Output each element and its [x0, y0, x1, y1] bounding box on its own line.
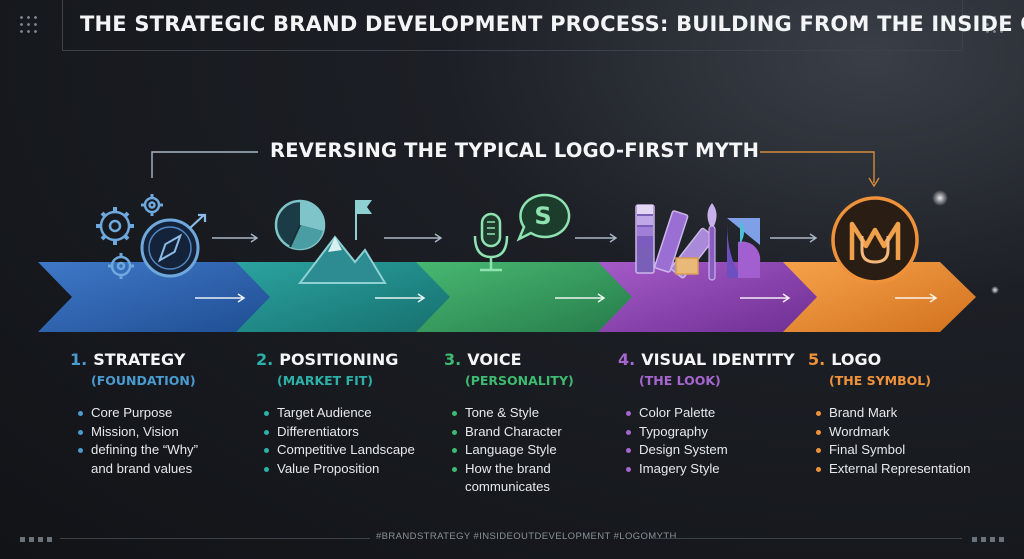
chevron-strategy: [38, 262, 272, 332]
footer-dot: [38, 537, 43, 542]
chevron-positioning: [236, 262, 452, 332]
footer-dot: [47, 537, 52, 542]
step-name: LOGO: [831, 350, 882, 369]
list-item: How the brand: [452, 460, 624, 479]
header-underline: [62, 50, 962, 51]
compass-icon: [140, 213, 207, 278]
pie-chart-icon: [274, 199, 326, 251]
footer-hashtags: #BRANDSTRATEGY #INSIDEOUTDEVELOPMENT #LO…: [376, 531, 677, 542]
step-voice: 3. VOICE (PERSONALITY) Tone & Style Brand…: [444, 350, 624, 497]
step-title: 4. VISUAL IDENTITY: [618, 350, 798, 369]
step-logo: 5. LOGO (THE SYMBOL) Brand Mark Wordmark …: [808, 350, 988, 478]
list-item: Typography: [626, 423, 798, 442]
page-title: THE STRATEGIC BRAND DEVELOPMENT PROCESS:…: [80, 12, 1024, 36]
step-strategy: 1. STRATEGY (FOUNDATION) Core Purpose Mis…: [70, 350, 250, 478]
step-bullets: Color Palette Typography Design System I…: [618, 404, 798, 478]
footer-dot: [29, 537, 34, 542]
list-item: Design System: [626, 441, 798, 460]
step-name: VISUAL IDENTITY: [641, 350, 795, 369]
list-item: Target Audience: [264, 404, 436, 423]
chevron-visual-identity: [598, 262, 819, 332]
list-item: Tone & Style: [452, 404, 624, 423]
footer-dot: [990, 537, 995, 542]
footer-line-right: [652, 538, 962, 539]
step-title: 2. POSITIONING: [256, 350, 436, 369]
step-subtitle: (THE SYMBOL): [829, 373, 931, 388]
list-item: Brand Character: [452, 423, 624, 442]
footer-dot: [972, 537, 977, 542]
step-subtitle: (MARKET FIT): [277, 373, 373, 388]
step-bullets: Brand Mark Wordmark Final Symbol Externa…: [808, 404, 988, 478]
step-number: 4.: [618, 350, 636, 369]
footer-dot: [981, 537, 986, 542]
step-bullets: Target Audience Differentiators Competit…: [256, 404, 436, 478]
corner-dots-right: [984, 14, 1006, 36]
list-item: Competitive Landscape: [264, 441, 436, 460]
step-positioning: 2. POSITIONING (MARKET FIT) Target Audien…: [256, 350, 436, 478]
step-visual-identity: 4. VISUAL IDENTITY (THE LOOK) Color Palet…: [618, 350, 798, 478]
step-title: 5. LOGO: [808, 350, 988, 369]
monogram-logo-icon: [827, 192, 923, 288]
sparkle: [932, 190, 948, 206]
corner-dots-left: [18, 14, 40, 36]
color-swatch-icon: [635, 204, 716, 279]
shapes-icon: [727, 218, 761, 278]
step-name: POSITIONING: [279, 350, 399, 369]
bracket-arrow-right: [760, 151, 875, 183]
footer-dot: [20, 537, 25, 542]
list-item: Mission, Vision: [78, 423, 250, 442]
gears-icon: [96, 194, 163, 279]
step-subtitle: (FOUNDATION): [91, 373, 196, 388]
list-item: Value Proposition: [264, 460, 436, 479]
chevron-voice: [416, 262, 634, 332]
sparkle: [991, 286, 999, 294]
list-item: Core Purpose: [78, 404, 250, 423]
mountain-flag-icon: [297, 200, 387, 284]
header-divider-right: [962, 0, 963, 50]
section-subtitle: REVERSING THE TYPICAL LOGO-FIRST MYTH: [270, 139, 760, 162]
list-item: communicates: [465, 479, 551, 494]
step-number: 1.: [70, 350, 88, 369]
list-item: Final Symbol: [816, 441, 988, 460]
step-title: 3. VOICE: [444, 350, 624, 369]
footer-dot: [999, 537, 1004, 542]
list-item: Color Palette: [626, 404, 798, 423]
footer-line-left: [60, 538, 370, 539]
step-subtitle: (PERSONALITY): [465, 373, 574, 388]
bracket-arrow-left: [151, 151, 258, 178]
list-item: and brand values: [91, 460, 193, 476]
list-item: Wordmark: [816, 423, 988, 442]
step-bullets: Tone & Style Brand Character Language St…: [444, 404, 624, 497]
step-name: STRATEGY: [93, 350, 186, 369]
list-item: Language Style: [452, 441, 624, 460]
header-divider-left: [62, 0, 63, 50]
list-item: Imagery Style: [626, 460, 798, 479]
svg-text:S: S: [534, 202, 551, 230]
step-title: 1. STRATEGY: [70, 350, 250, 369]
step-number: 2.: [256, 350, 274, 369]
list-item: defining the “Why”: [78, 441, 250, 460]
chevron-logo: [783, 262, 976, 332]
speech-bubble-icon: S: [516, 193, 571, 242]
list-item: Differentiators: [264, 423, 436, 442]
step-number: 3.: [444, 350, 462, 369]
paintbrush-icon: [707, 203, 717, 281]
step-subtitle: (THE LOOK): [639, 373, 721, 388]
step-bullets: Core Purpose Mission, Vision defining th…: [70, 404, 250, 478]
step-number: 5.: [808, 350, 826, 369]
step-name: VOICE: [467, 350, 522, 369]
list-item: External Representation: [816, 460, 988, 479]
microphone-icon: [473, 212, 509, 272]
list-item: Brand Mark: [816, 404, 988, 423]
